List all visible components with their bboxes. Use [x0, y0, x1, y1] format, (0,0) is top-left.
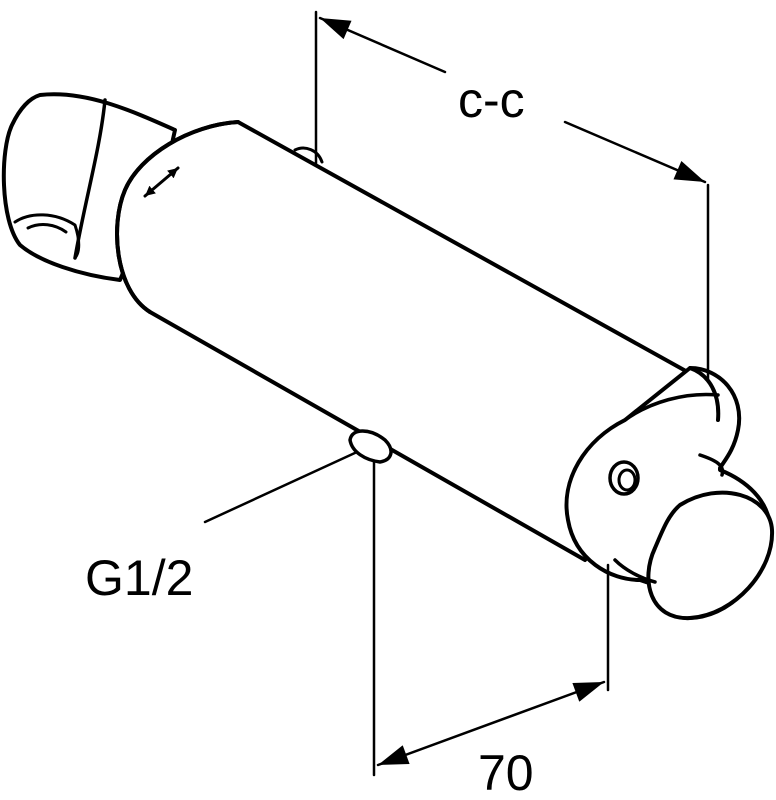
length-dimension: 70	[372, 460, 610, 800]
thread-leader: G1/2	[85, 450, 359, 606]
length-label: 70	[478, 745, 534, 800]
thread-leader-line	[203, 450, 359, 524]
mixer-body	[115, 120, 722, 562]
cc-dimension-line-right	[563, 120, 707, 184]
right-handle	[564, 366, 775, 621]
cc-dimension: c-c	[314, 10, 710, 382]
length-dimension-line	[376, 680, 606, 767]
diameter-arrow	[143, 166, 180, 198]
cc-label: c-c	[458, 72, 525, 128]
cc-dimension-line-left	[318, 16, 447, 74]
thread-label: G1/2	[85, 550, 193, 606]
